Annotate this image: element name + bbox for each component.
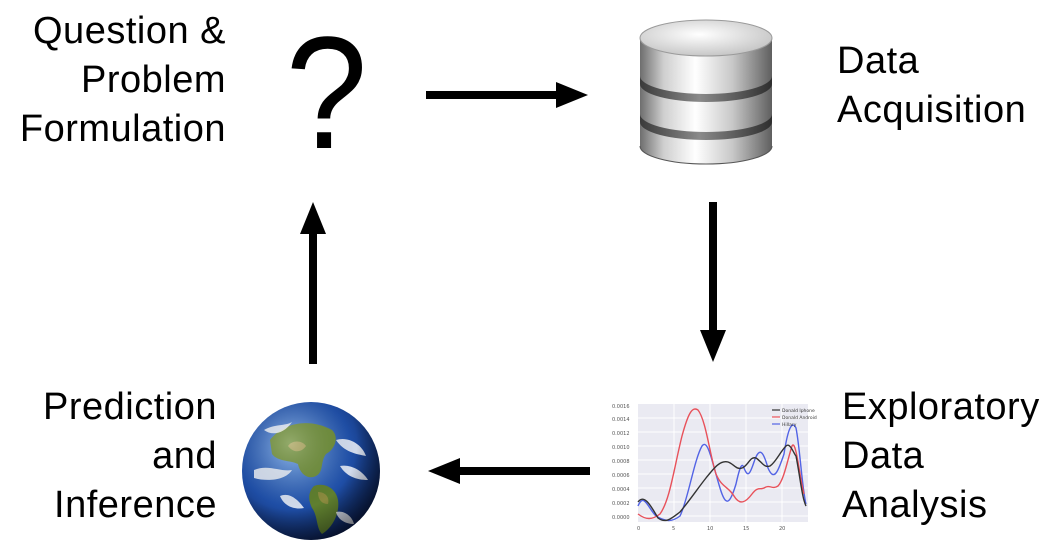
label-line: Analysis bbox=[842, 484, 988, 526]
label-line: Acquisition bbox=[837, 89, 1027, 131]
y-tick-label: 0.0004 bbox=[612, 487, 630, 493]
density-plot-icon: 0.0016 0.0014 0.0012 0.0010 0.0008 0.000… bbox=[612, 404, 817, 532]
label-line: Data bbox=[842, 435, 925, 477]
label-line: Inference bbox=[54, 484, 217, 526]
x-tick-label: 15 bbox=[743, 526, 749, 532]
y-tick-label: 0.0000 bbox=[612, 515, 630, 521]
legend-label: Donald Iphone bbox=[782, 408, 815, 414]
label-question-formulation: Question & Problem Formulation bbox=[8, 7, 226, 154]
y-tick-label: 0.0002 bbox=[612, 501, 630, 507]
x-tick-label: 0 bbox=[637, 526, 640, 532]
label-data-acquisition: Data Acquisition bbox=[837, 37, 1026, 135]
arrow-question-to-acquisition bbox=[426, 82, 588, 108]
label-line: Exploratory bbox=[842, 386, 1040, 428]
label-line: Data bbox=[837, 40, 920, 82]
legend-label: Hillary bbox=[782, 422, 797, 428]
database-icon bbox=[639, 19, 773, 165]
label-prediction-inference: Prediction and Inference bbox=[10, 383, 217, 530]
arrow-eda-to-inference bbox=[428, 458, 590, 484]
y-tick-label: 0.0016 bbox=[612, 404, 630, 410]
y-tick-label: 0.0014 bbox=[612, 417, 630, 423]
label-line: Problem bbox=[81, 59, 226, 101]
label-line: Question & bbox=[33, 10, 226, 52]
label-line: Formulation bbox=[19, 108, 226, 150]
legend-label: Donald Android bbox=[782, 415, 817, 421]
x-tick-label: 20 bbox=[779, 526, 785, 532]
label-line: and bbox=[152, 435, 217, 477]
arrow-acquisition-to-eda bbox=[700, 202, 726, 362]
label-exploratory-data-analysis: Exploratory Data Analysis bbox=[842, 383, 1040, 530]
x-tick-label: 10 bbox=[707, 526, 713, 532]
label-line: Prediction bbox=[43, 386, 217, 428]
series-line-donald-iphone bbox=[637, 444, 807, 522]
series-line-donald-android bbox=[637, 408, 805, 520]
y-tick-label: 0.0008 bbox=[612, 459, 630, 465]
globe-icon bbox=[242, 402, 380, 540]
arrow-inference-to-question bbox=[300, 202, 326, 364]
question-mark-icon: ? bbox=[285, 3, 368, 182]
y-tick-label: 0.0012 bbox=[612, 431, 630, 437]
y-tick-label: 0.0006 bbox=[612, 473, 630, 479]
series-line-hillary bbox=[637, 424, 807, 522]
x-tick-label: 5 bbox=[672, 526, 675, 532]
y-tick-label: 0.0010 bbox=[612, 445, 630, 451]
